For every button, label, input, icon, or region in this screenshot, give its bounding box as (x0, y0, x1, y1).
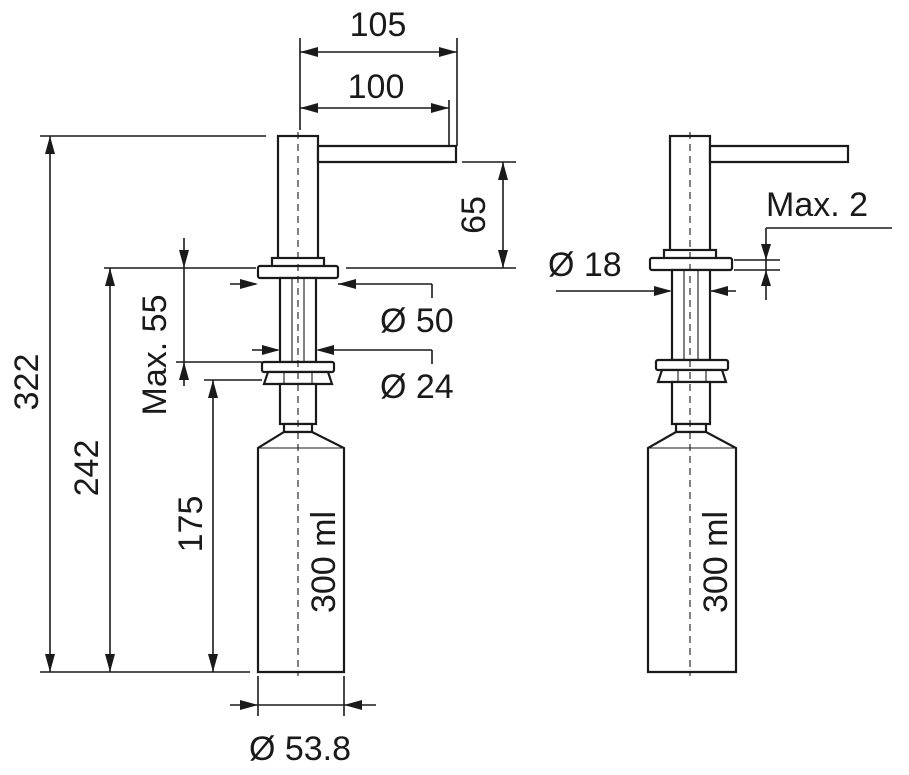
right-neck (670, 380, 712, 426)
right-dispenser (646, 132, 850, 676)
right-washer (654, 358, 730, 372)
bottle-volume-right: 300 ml (697, 511, 735, 613)
arrow-head (300, 47, 318, 57)
arrow-head (105, 268, 115, 286)
arrow-head (654, 286, 672, 296)
arrow-head (439, 47, 457, 57)
arrow-head (344, 700, 362, 710)
right-flange (648, 256, 734, 272)
arrow-head (105, 654, 115, 672)
dim-322: 322 (8, 354, 46, 411)
arrow-head (498, 250, 508, 268)
dim-dia18: Ø 18 (548, 246, 622, 284)
arrow-head (710, 286, 728, 296)
dim-100: 100 (348, 68, 405, 106)
dim-175: 175 (172, 496, 210, 553)
arrow-head (262, 345, 280, 355)
arrow-head (498, 162, 508, 180)
dim-dia50: Ø 50 (380, 302, 454, 340)
left-dimensions: 105 100 322 65 242 Max. 55 (8, 6, 516, 768)
arrow-head (316, 345, 334, 355)
arrow-head (240, 279, 258, 289)
arrow-head (208, 380, 218, 398)
right-nut (656, 368, 728, 384)
dim-dia24: Ø 24 (380, 368, 454, 406)
arrow-head (431, 103, 449, 113)
arrow-head (208, 654, 218, 672)
arrow-head (300, 103, 318, 113)
dim-dia53: Ø 53.8 (249, 730, 351, 768)
dim-max2: Max. 2 (766, 186, 868, 224)
bottle-volume-left: 300 ml (305, 511, 343, 613)
right-dimensions: Ø 18 Max. 2 300 ml (548, 186, 892, 613)
arrow-head (761, 244, 771, 260)
dim-max55: Max. 55 (136, 295, 174, 416)
arrow-head (179, 362, 189, 380)
arrow-head (761, 270, 771, 286)
arrow-head (45, 136, 55, 154)
arrow-head (240, 700, 258, 710)
arrow-head (45, 654, 55, 672)
dim-105: 105 (350, 6, 407, 44)
arrow-head (338, 279, 356, 289)
dim-242: 242 (68, 440, 106, 497)
right-shank (670, 268, 712, 362)
arrow-head (179, 250, 189, 268)
right-spout (708, 144, 850, 164)
right-neck-cap (674, 422, 708, 434)
left-dispenser (256, 132, 458, 676)
dim-65: 65 (455, 196, 493, 234)
left-spout (316, 144, 458, 164)
